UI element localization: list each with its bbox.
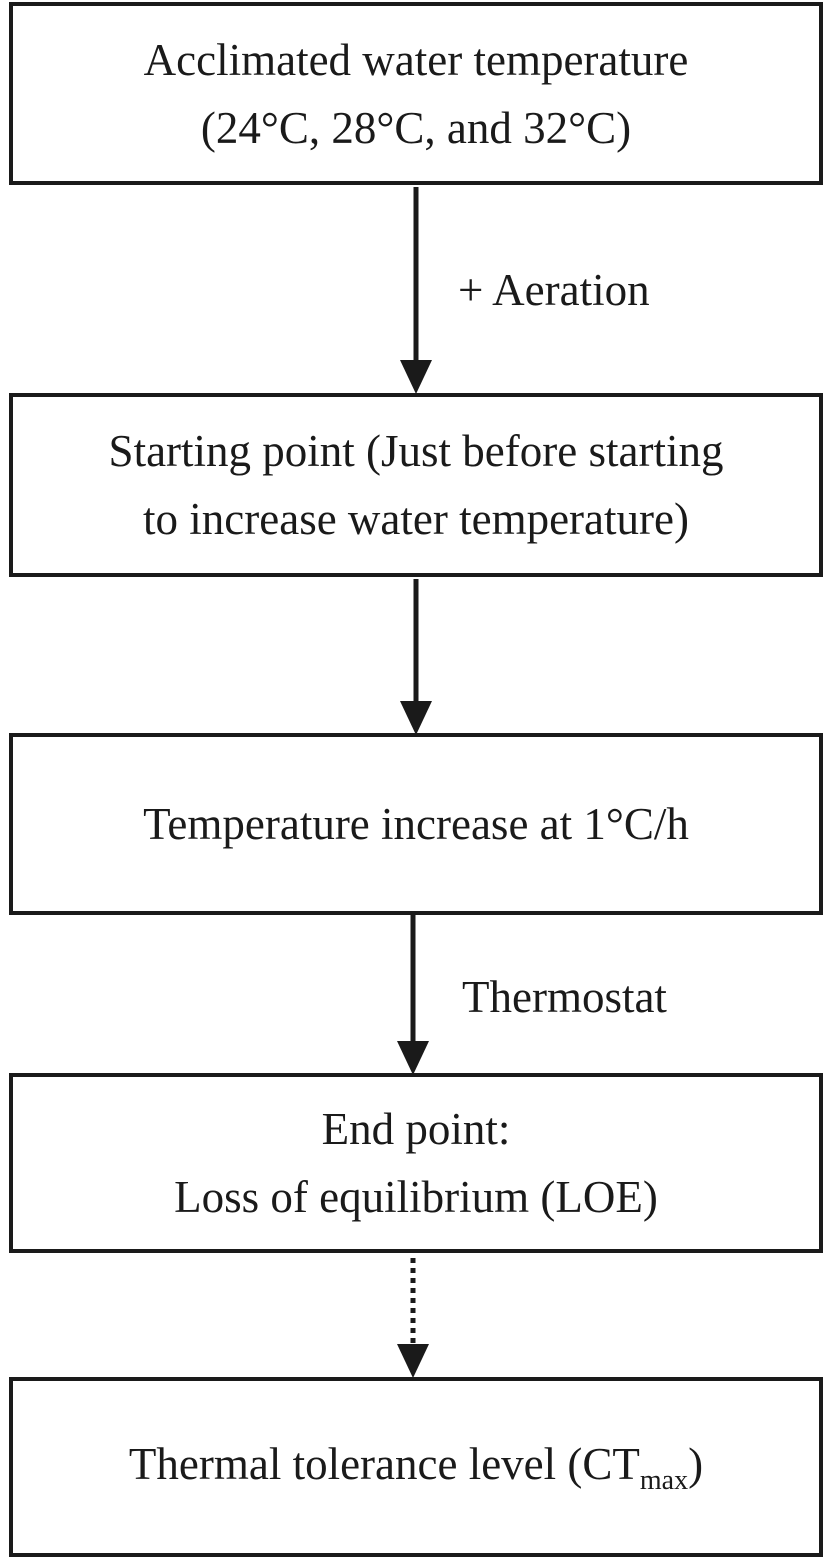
node-starting-point-line-1: Starting point (Just before starting (108, 426, 724, 476)
node-temperature-increase: Temperature increase at 1°C/h (9, 733, 823, 915)
arrowhead-3-icon (397, 1041, 429, 1075)
node-thermal-tolerance: Thermal tolerance level (CTmax) (9, 1377, 823, 1557)
node-end-point-line-1: End point: (321, 1104, 511, 1154)
node-acclimation: Acclimated water temperature (24°C, 28°C… (9, 2, 823, 185)
node-starting-point-line-2: to increase water temperature) (143, 494, 689, 544)
node-end-point-line-2: Loss of equilibrium (LOE) (174, 1172, 658, 1222)
node-acclimation-line-1: Acclimated water temperature (143, 34, 689, 85)
node-end-point: End point: Loss of equilibrium (LOE) (9, 1073, 823, 1253)
thermal-tolerance-subscript: max (639, 1464, 689, 1496)
node-thermal-tolerance-text: Thermal tolerance level (CTmax) (129, 1430, 703, 1505)
arrowhead-2-icon (400, 701, 432, 735)
node-starting-point: Starting point (Just before starting to … (9, 393, 823, 577)
node-acclimation-line-2: (24°C, 28°C, and 32°C) (200, 102, 632, 153)
thermal-tolerance-main-text: Thermal tolerance level (CT (128, 1438, 640, 1489)
arrowhead-4-icon (397, 1344, 429, 1378)
node-temperature-increase-line-1: Temperature increase at 1°C/h (143, 799, 689, 849)
edge-label-thermostat: Thermostat (462, 972, 667, 1022)
edge-label-aeration: + Aeration (458, 265, 650, 315)
thermal-tolerance-end-text: ) (688, 1438, 704, 1489)
arrowhead-1-icon (400, 360, 432, 394)
